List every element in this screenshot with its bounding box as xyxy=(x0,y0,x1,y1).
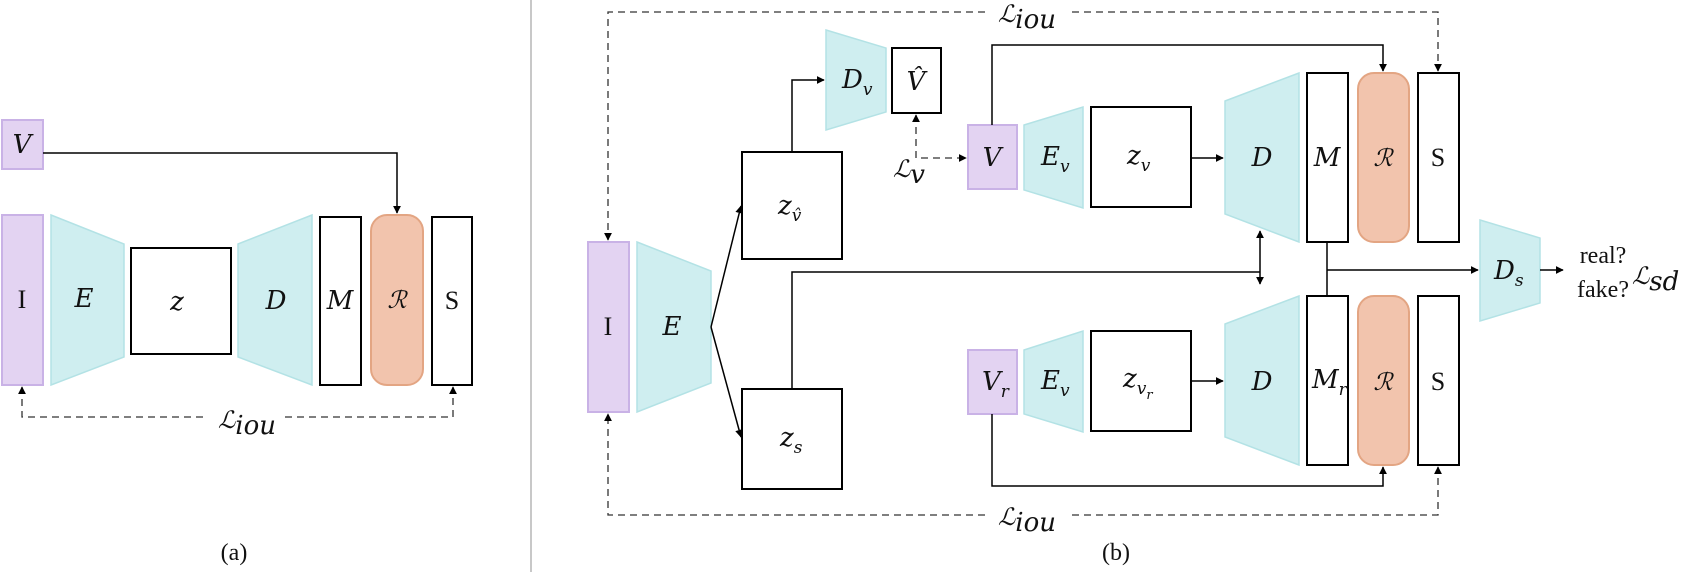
b-zvhat-to-dv-arrow xyxy=(791,76,825,152)
b-r-top-label: ℛ xyxy=(1373,144,1394,172)
b-mr-label: Mr xyxy=(1311,365,1348,400)
b-v-input-box xyxy=(967,124,1018,190)
b-mr-box xyxy=(1306,295,1349,466)
b-zs-to-decoders-line xyxy=(791,271,1260,389)
b-loss-iou-top-label: ℒiou xyxy=(998,0,1056,35)
b-d-top-label: D xyxy=(1251,143,1273,173)
b-encoder-trapezoid xyxy=(636,240,712,414)
b-d-bottom-trapezoid xyxy=(1224,294,1300,467)
a-iou-dash-left xyxy=(18,386,208,418)
b-zvr-box xyxy=(1090,330,1192,432)
a-iou-dash-right xyxy=(285,386,457,418)
a-v-label: V xyxy=(13,130,34,160)
b-loss-v-label: ℒv xyxy=(893,155,925,190)
b-loss-sd-label: ℒsd xyxy=(1632,262,1679,297)
a-z-box xyxy=(130,247,232,355)
b-i-input-box xyxy=(587,241,630,413)
b-ds-trapezoid xyxy=(1479,218,1541,323)
a-r-label: ℛ xyxy=(387,286,408,314)
b-iou-bottom-dash-left xyxy=(604,413,985,516)
b-iou-top-dash-right xyxy=(1072,11,1442,72)
b-s-bottom-box xyxy=(1417,295,1460,466)
b-e-to-zs-arrow xyxy=(710,326,743,438)
caption-a: (a) xyxy=(221,540,248,566)
b-loss-iou-bottom-label: ℒiou xyxy=(998,503,1056,538)
b-vr-to-r-bottom-arrow xyxy=(991,414,1387,487)
b-v-to-r-top-arrow xyxy=(991,44,1387,125)
b-dv-trapezoid xyxy=(825,28,887,132)
b-r-bottom-label: ℛ xyxy=(1373,368,1394,396)
b-zvr-label: zvr xyxy=(1122,364,1153,403)
a-d-label: D xyxy=(265,286,287,316)
b-loss-v-dash xyxy=(912,114,967,162)
a-m-box xyxy=(319,216,362,386)
b-z-vhat-label: zv̂ xyxy=(777,191,802,226)
b-m-box xyxy=(1306,72,1349,243)
b-ev-bottom-label: Ev xyxy=(1040,366,1070,401)
b-s-top-label: S xyxy=(1431,143,1445,172)
b-d-top-trapezoid xyxy=(1224,71,1300,244)
b-z-s-box xyxy=(741,388,843,490)
b-d-bottom-label: D xyxy=(1251,367,1273,397)
a-i-input-box xyxy=(1,214,44,386)
a-z-label: z xyxy=(169,287,184,317)
b-v-label: V xyxy=(983,143,1004,173)
b-ev-top-label: Ev xyxy=(1040,142,1070,177)
a-e-label: E xyxy=(74,284,94,314)
b-zv-label: zv xyxy=(1126,141,1151,176)
b-fake-label: fake? xyxy=(1577,277,1629,303)
b-s-top-box xyxy=(1417,72,1460,243)
b-e-to-zvhat-arrow xyxy=(710,205,744,328)
b-z-s-label: zs xyxy=(779,423,803,458)
panel-a: V I E z D M ℛ S ℒiou (a) xyxy=(1,119,473,566)
b-iou-bottom-dash-right xyxy=(1072,466,1442,516)
b-ev-top-trapezoid xyxy=(1023,105,1084,210)
a-decoder-trapezoid xyxy=(237,213,313,387)
b-vr-label: Vr xyxy=(982,367,1010,402)
a-renderer-box xyxy=(370,214,424,386)
caption-b: (b) xyxy=(1102,540,1130,566)
a-s-label: S xyxy=(445,286,459,315)
b-real-label: real? xyxy=(1580,243,1627,269)
a-v-input-box xyxy=(1,119,44,170)
a-s-box xyxy=(431,216,473,386)
b-s-bottom-label: S xyxy=(1431,367,1445,396)
b-iou-top-dash-left xyxy=(604,11,985,241)
panel-b: I E zv̂ zs Dv V̂ ℒv V Ev zv xyxy=(587,0,1679,566)
b-zv-box xyxy=(1090,106,1192,208)
b-e-label: E xyxy=(662,312,682,342)
b-ev-bottom-trapezoid xyxy=(1023,329,1084,434)
b-z-vhat-box xyxy=(741,151,843,260)
b-m-label: M xyxy=(1313,143,1342,173)
b-ds-label: Ds xyxy=(1493,256,1524,291)
b-vhat-label: V̂ xyxy=(907,66,928,97)
a-encoder-trapezoid xyxy=(50,213,125,387)
a-i-label: I xyxy=(18,285,27,314)
b-renderer-top-box xyxy=(1357,72,1410,243)
b-i-label: I xyxy=(604,312,613,341)
b-dv-label: Dv xyxy=(841,65,873,100)
a-v-to-r-arrow xyxy=(43,152,401,214)
a-m-label: M xyxy=(326,286,355,316)
a-loss-iou-label: ℒiou xyxy=(218,406,276,441)
b-renderer-bottom-box xyxy=(1357,295,1410,466)
b-vhat-box xyxy=(891,47,942,114)
